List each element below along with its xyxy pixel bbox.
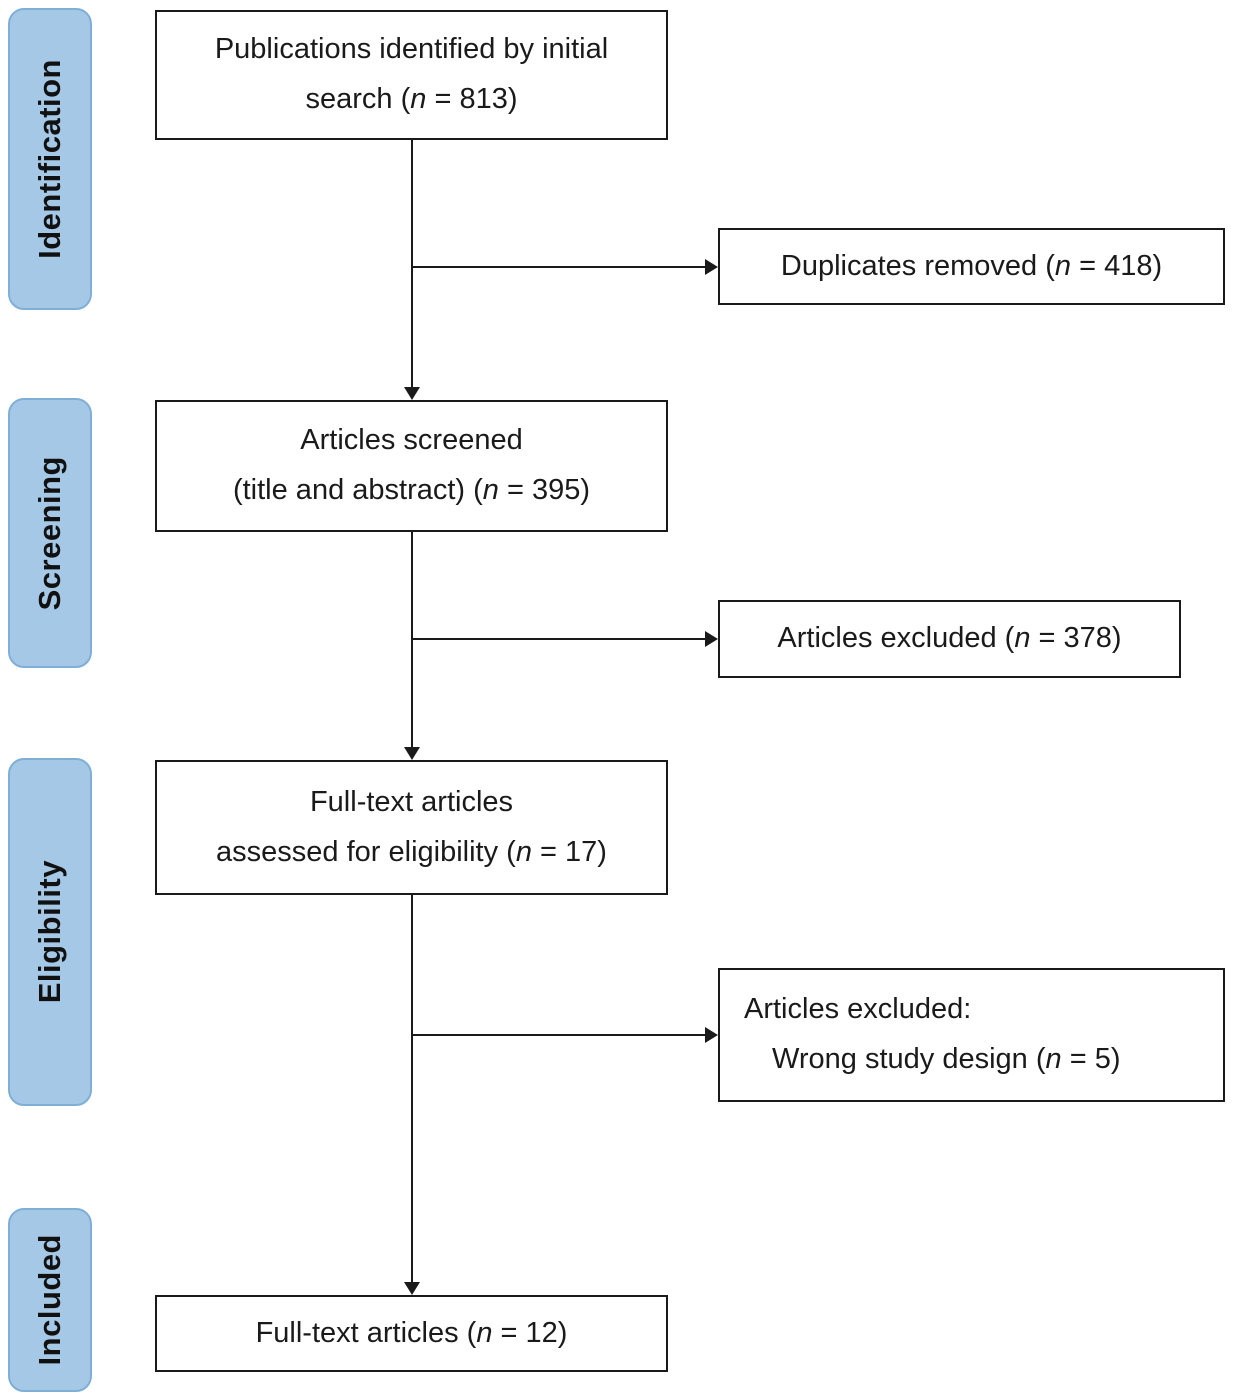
- arrow-down-to-screened-icon: [404, 387, 420, 400]
- text-segment: Articles excluded (: [777, 622, 1015, 655]
- stage-screening-label: Screening: [32, 455, 67, 611]
- text-segment: Full-text articles (: [255, 1316, 477, 1349]
- box-fulltext-assessed: Full-text articles assessed for eligibil…: [155, 760, 668, 895]
- box-fulltext-included: Full-text articles (n = 12): [155, 1295, 668, 1372]
- n-symbol: n: [410, 83, 427, 115]
- publications-identified-line2: search (n = 813): [306, 75, 518, 125]
- n-symbol: n: [476, 1316, 493, 1349]
- text-segment: = 17): [531, 835, 607, 868]
- duplicates-removed-line1: Duplicates removed (n = 418): [781, 242, 1162, 292]
- box-duplicates-removed: Duplicates removed (n = 418): [718, 228, 1225, 305]
- n-symbol: n: [1054, 249, 1072, 282]
- stage-screening: Screening: [8, 398, 92, 668]
- text-segment: Duplicates removed (: [780, 249, 1055, 282]
- arrow-right-to-excluded-eligibility-icon: [705, 1027, 718, 1043]
- flow-line-identified-to-screened: [411, 140, 413, 388]
- n-symbol: n: [515, 835, 532, 868]
- text-segment: = 12): [492, 1316, 568, 1349]
- stage-included-label: Included: [32, 1234, 67, 1366]
- n-symbol: n: [482, 474, 499, 506]
- articles-excluded-eligibility-line2: Wrong study design (n = 5): [744, 1035, 1120, 1085]
- arrow-right-to-excluded-screening-icon: [705, 631, 718, 647]
- articles-screened-line2: (title and abstract) (n = 395): [233, 466, 590, 516]
- fulltext-assessed-line1: Full-text articles: [310, 778, 513, 828]
- text-segment: = 5): [1061, 1043, 1121, 1075]
- stage-eligibility: Eligibility: [8, 758, 92, 1106]
- arrow-down-to-fulltext-icon: [404, 747, 420, 760]
- arrow-down-to-included-icon: [404, 1282, 420, 1295]
- box-publications-identified: Publications identified by initial searc…: [155, 10, 668, 140]
- box-articles-excluded-eligibility: Articles excluded: Wrong study design (n…: [718, 968, 1225, 1102]
- articles-screened-line1: Articles screened: [300, 416, 522, 466]
- text-segment: Articles screened: [300, 424, 523, 457]
- articles-excluded-eligibility-line1: Articles excluded:: [744, 985, 971, 1035]
- text-segment: = 378): [1030, 622, 1122, 655]
- flow-line-fulltext-to-included: [411, 895, 413, 1282]
- box-articles-excluded-screening: Articles excluded (n = 378): [718, 600, 1181, 678]
- n-symbol: n: [1045, 1043, 1062, 1075]
- text-segment: = 418): [1071, 249, 1163, 282]
- articles-excluded-screening-line1: Articles excluded (n = 378): [777, 614, 1121, 664]
- flow-line-to-duplicates: [411, 266, 706, 268]
- text-segment: Articles excluded:: [744, 993, 972, 1026]
- box-articles-screened: Articles screened (title and abstract) (…: [155, 400, 668, 532]
- flow-line-to-excluded-screening: [411, 638, 706, 640]
- stage-eligibility-label: Eligibility: [32, 860, 67, 1004]
- publications-identified-line1: Publications identified by initial: [215, 25, 608, 75]
- stage-included: Included: [8, 1208, 92, 1392]
- text-segment: assessed for eligibility (: [216, 835, 516, 868]
- text-segment: = 813): [426, 83, 518, 115]
- stage-identification: Identification: [8, 8, 92, 310]
- text-segment: search (: [305, 83, 411, 115]
- n-symbol: n: [1014, 622, 1031, 655]
- text-segment: Full-text articles: [309, 785, 514, 818]
- text-segment: Wrong study design (: [772, 1043, 1046, 1075]
- flow-line-to-excluded-eligibility: [411, 1034, 706, 1036]
- stage-identification-label: Identification: [32, 59, 67, 259]
- text-segment: (title and abstract) (: [232, 474, 483, 506]
- arrow-right-to-duplicates-icon: [705, 259, 718, 275]
- fulltext-assessed-line2: assessed for eligibility (n = 17): [216, 828, 607, 878]
- text-segment: = 395): [498, 474, 591, 506]
- fulltext-included-line1: Full-text articles (n = 12): [256, 1309, 568, 1359]
- text-segment: Publications identified by initial: [214, 33, 609, 66]
